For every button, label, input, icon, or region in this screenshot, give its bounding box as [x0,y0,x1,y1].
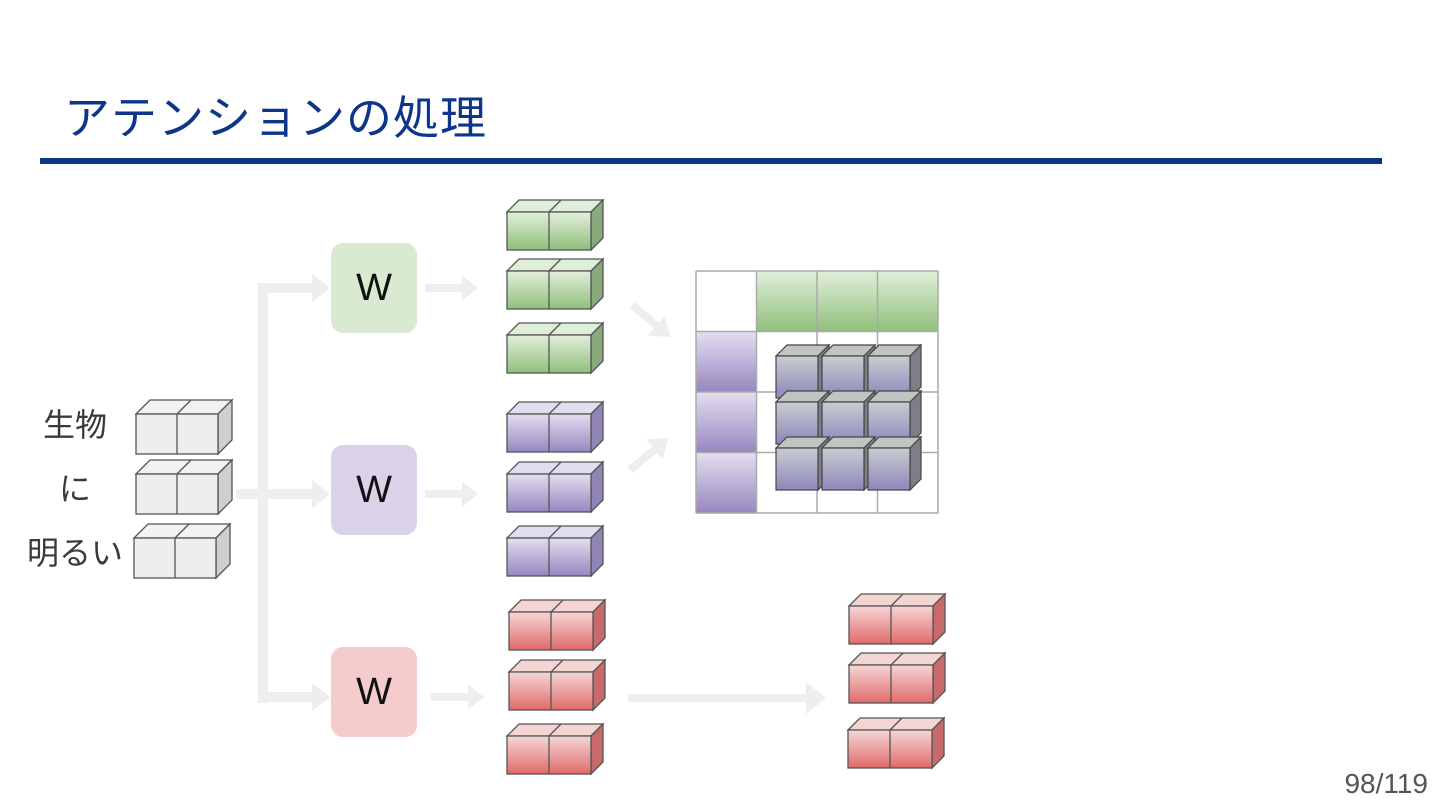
connector-branch [258,283,313,293]
key-vector [505,400,605,454]
connector-branch [258,489,313,499]
input-vector [134,458,234,516]
diagonal-arrow-query [629,301,671,338]
score-cube [820,343,877,400]
score-cube [866,343,923,400]
arrow-head [462,275,478,301]
query-vector [505,198,605,252]
value-vector [505,722,605,776]
slide-title: アテンションの処理 [64,91,487,145]
score-cube [866,435,923,492]
diagonal-arrow-key [627,437,669,474]
token-label: 明るい [26,534,123,572]
query-vector [505,257,605,311]
connector-value-out [628,694,808,702]
output-vector [847,651,947,705]
weight-label: W [356,266,392,309]
key-vector [505,524,605,578]
score-grid [695,270,939,514]
grid-query-cell [817,271,878,332]
weight-label: W [356,468,392,511]
arrow-head [462,481,478,507]
input-vector [134,398,234,456]
arrow-head [468,684,484,710]
value-vector [507,658,607,712]
score-cube [820,389,877,446]
title-underline [40,158,1382,164]
arrow-head [312,479,330,509]
query-vector [505,321,605,375]
score-cube [774,343,831,400]
value-vector [507,598,607,652]
vector-blocks [132,198,947,776]
score-cube [866,389,923,446]
score-cube [774,389,831,446]
grid-key-cell [696,331,757,392]
token-label: に [58,470,91,508]
weight-box-key: W [331,445,417,535]
input-vector [132,522,232,580]
connector-branch [258,692,313,702]
connector-arrows [236,273,826,714]
connector-input [236,489,264,499]
connector-w-out [431,693,470,701]
page-number: 98/119 [1344,768,1428,799]
arrow-head [312,682,330,712]
output-vector [846,716,946,770]
grid-query-cell [877,271,938,332]
grid-key-cell [696,452,757,513]
weight-label: W [356,670,392,713]
connector-w-out [425,490,464,498]
score-cube [774,435,831,492]
token-label: 生物 [42,406,107,444]
connector-w-out [425,284,464,292]
grid-key-cell [696,392,757,453]
weight-box-value: W [331,647,417,737]
grid-query-cell [756,271,817,332]
score-cube [820,435,877,492]
arrow-head [806,682,826,714]
key-vector [505,460,605,514]
weight-box-query: W [331,243,417,333]
output-vector [847,592,947,646]
arrow-head [312,273,330,303]
